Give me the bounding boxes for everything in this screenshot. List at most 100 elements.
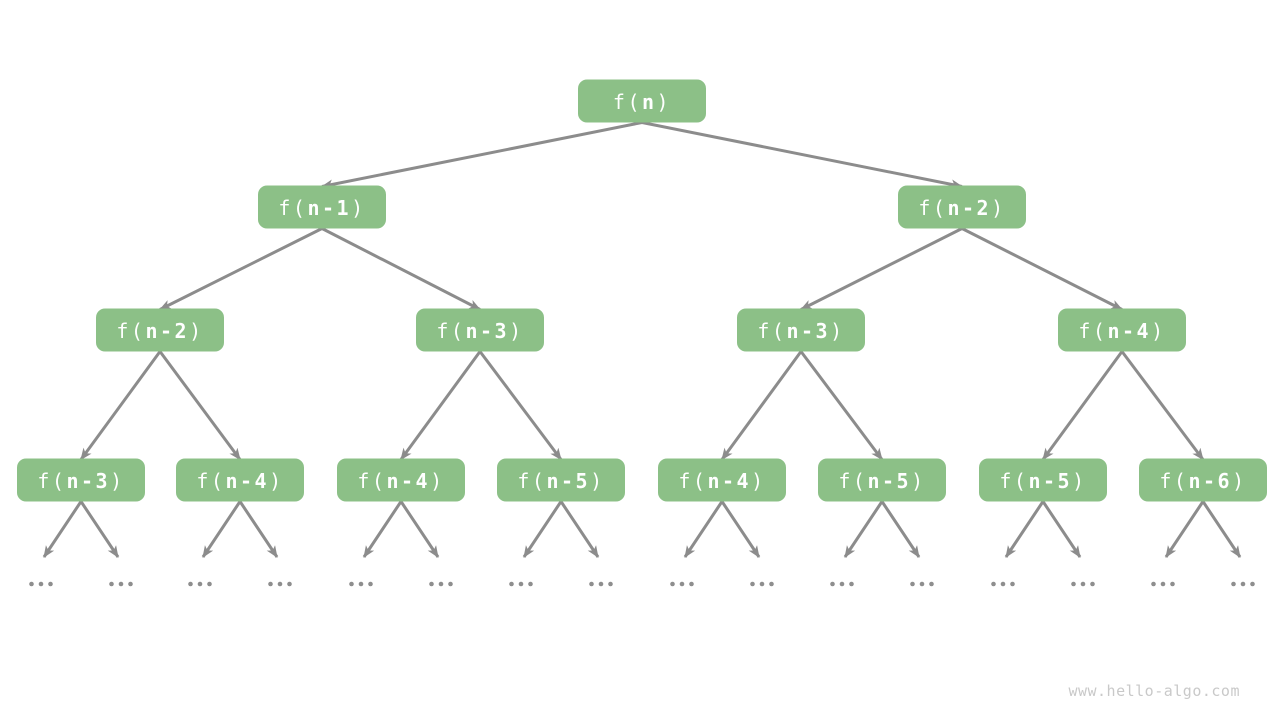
tree-edge [321, 121, 643, 190]
tree-edge [158, 350, 242, 461]
tree-edge [1041, 500, 1082, 558]
tree-edge [1164, 500, 1205, 558]
tree-node-label: f(n) [613, 90, 671, 114]
tree-node: f(n-6) [1139, 458, 1267, 502]
ellipsis-dot [1010, 581, 1015, 587]
tree-node: f(n-5) [979, 458, 1107, 502]
tree-node: f(n-3) [17, 458, 145, 502]
tree-edge [42, 500, 83, 558]
tree-edge [321, 227, 481, 311]
tree-node: f(n-3) [416, 308, 544, 352]
ellipsis-dots [268, 581, 292, 587]
tree-edge [79, 350, 162, 461]
tree-node-label: f(n-6) [1159, 469, 1246, 493]
ellipsis-dot [919, 581, 925, 587]
ellipsis-dots [349, 581, 373, 587]
tree-node-label: f(n-4) [196, 469, 283, 493]
ellipsis-dot [769, 581, 774, 587]
ellipsis-dot [1080, 581, 1086, 587]
tree-nodes: f(n) f(n-1) f(n-2) f(n-2) f(n-3) f(n-3) f(n-4)… [17, 79, 1267, 502]
tree-node-box [258, 185, 386, 229]
tree-node: f(n-5) [497, 458, 625, 502]
tree-node-box [898, 185, 1026, 229]
tree-edge [799, 350, 884, 461]
tree-edge [159, 227, 323, 311]
tree-edge [399, 350, 482, 461]
ellipsis-dot [991, 581, 996, 587]
tree-edge [961, 227, 1123, 311]
tree-node-label: f(n-3) [757, 319, 844, 343]
ellipsis-dot [1151, 581, 1156, 587]
tree-node-label: f(n-5) [999, 469, 1086, 493]
tree-node: f(n-4) [176, 458, 304, 502]
ellipsis-dot [368, 581, 373, 587]
tree-node-label: f(n-4) [678, 469, 765, 493]
tree-node-label: f(n-4) [1078, 319, 1165, 343]
tree-edge [238, 500, 279, 558]
ellipsis-dot [1240, 581, 1246, 587]
ellipsis-dot [750, 581, 755, 587]
tree-node: f(n-1) [258, 185, 386, 229]
ellipsis-dot [589, 581, 594, 587]
ellipsis-dot [448, 581, 453, 587]
tree-node: f(n-5) [818, 458, 946, 502]
leaf-ellipses [29, 500, 1255, 587]
ellipsis-dot [277, 581, 283, 587]
tree-node-box [818, 458, 946, 502]
ellipsis-dots [750, 581, 774, 587]
ellipsis-dot [207, 581, 212, 587]
tree-edge [478, 350, 563, 461]
ellipsis-dots [1151, 581, 1175, 587]
tree-node-box [17, 458, 145, 502]
ellipsis-dot [188, 581, 193, 587]
tree-edge [79, 500, 120, 558]
tree-node-box [1058, 308, 1186, 352]
tree-node-box [337, 458, 465, 502]
ellipsis-dot [1250, 581, 1255, 587]
ellipsis-dots [910, 581, 934, 587]
tree-node: f(n-2) [96, 308, 224, 352]
ellipsis-dot [670, 581, 675, 587]
tree-node-box [497, 458, 625, 502]
tree-edge [843, 500, 884, 558]
tree-edge [720, 350, 803, 461]
tree-edge [1120, 350, 1205, 461]
tree-node-label: f(n-2) [918, 196, 1005, 220]
tree-node-box [578, 79, 706, 123]
tree-edge [399, 500, 440, 558]
tree-edge [1201, 500, 1242, 558]
ellipsis-dot [349, 581, 354, 587]
tree-node-box [979, 458, 1107, 502]
watermark-url: www.hello-algo.com [1068, 682, 1240, 700]
ellipsis-dot [197, 581, 203, 587]
ellipsis-dots [1071, 581, 1095, 587]
ellipsis-dots [1231, 581, 1255, 587]
ellipsis-dot [759, 581, 765, 587]
ellipsis-dot [839, 581, 845, 587]
tree-node: f(n-3) [737, 308, 865, 352]
tree-node-box [96, 308, 224, 352]
tree-node: f(n) [578, 79, 706, 123]
tree-edge [720, 500, 761, 558]
tree-edge [641, 121, 963, 190]
tree-node-box [416, 308, 544, 352]
ellipsis-dot [598, 581, 604, 587]
ellipsis-dot [287, 581, 292, 587]
tree-node-box [737, 308, 865, 352]
ellipsis-dot [268, 581, 273, 587]
ellipsis-dot [1170, 581, 1175, 587]
ellipsis-dots [670, 581, 694, 587]
ellipsis-dots [109, 581, 133, 587]
tree-edge [522, 500, 563, 558]
ellipsis-dots [509, 581, 533, 587]
ellipsis-dots [188, 581, 212, 587]
tree-edge [362, 500, 403, 558]
ellipsis-dot [1071, 581, 1076, 587]
ellipsis-dot [128, 581, 133, 587]
ellipsis-dot [608, 581, 613, 587]
ellipsis-dot [1090, 581, 1095, 587]
ellipsis-dot [929, 581, 934, 587]
tree-edge [1004, 500, 1045, 558]
ellipsis-dot [518, 581, 524, 587]
